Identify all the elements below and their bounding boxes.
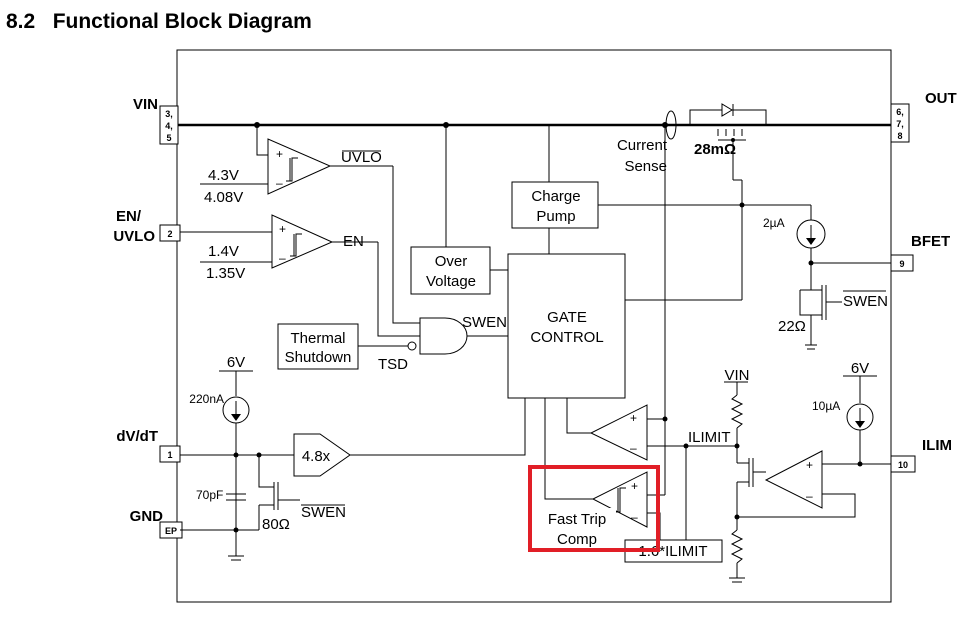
svg-text:Charge: Charge (531, 188, 580, 205)
svg-text:5: 5 (166, 133, 171, 143)
pin-out: 6, 7, 8 OUT (890, 90, 957, 143)
svg-text:6,: 6, (896, 107, 904, 117)
pin-en-uvlo: 2 EN/ UVLO (113, 208, 181, 245)
svg-text:10: 10 (898, 460, 908, 470)
svg-text:–: – (631, 510, 638, 524)
dvdt-current-source (219, 370, 253, 556)
six-v-right-label: 6V (851, 360, 869, 377)
pin-label-gnd: GND (130, 508, 164, 525)
thermal-shutdown-block (277, 323, 359, 370)
svg-text:9: 9 (899, 259, 904, 269)
current-sense-label: Current (617, 137, 668, 154)
cap-label: 70pF (196, 488, 223, 502)
svg-text:Shutdown: Shutdown (285, 349, 352, 366)
svg-text:Comp: Comp (557, 531, 597, 548)
pin-label-dvdt: dV/dT (116, 428, 158, 445)
svg-text:1.6*ILIMIT: 1.6*ILIMIT (638, 543, 707, 560)
svg-text:4.8x: 4.8x (302, 448, 331, 465)
over-voltage-block (410, 246, 491, 295)
svg-text:Pump: Pump (536, 208, 575, 225)
ilim-current-label: 10µA (812, 399, 840, 413)
power-rail (178, 122, 891, 128)
fast-trip-label: Fast Trip (548, 511, 606, 528)
swen-bfet-label: SWEN (843, 293, 888, 310)
pin-label-en: EN/ (116, 208, 142, 225)
current-limit-amplifier: + – (589, 404, 648, 461)
pin-ilim: 10 ILIM (890, 437, 952, 473)
svg-text:Sense: Sense (624, 158, 667, 175)
en-threshold-low: 1.35V (206, 265, 245, 282)
gate-control-block (507, 253, 626, 399)
pin-label-ilim: ILIM (922, 437, 952, 454)
uvlo-comparator: + – (267, 138, 332, 195)
en-output-label: EN (343, 233, 364, 250)
pass-mosfet (689, 103, 767, 180)
rds-on-label: 28mΩ (694, 141, 736, 158)
dvdt-capacitor (226, 493, 246, 501)
svg-text:3,: 3, (165, 109, 173, 119)
dvdt-discharge-fet (258, 455, 300, 530)
svg-text:+: + (630, 411, 637, 425)
svg-text:CONTROL: CONTROL (530, 329, 603, 346)
ilim-amplifier: + – (764, 450, 823, 509)
svg-text:1: 1 (167, 450, 172, 460)
swen-gate-label: SWEN (462, 314, 507, 331)
svg-text:+: + (276, 147, 283, 161)
swen-dvdt-label: SWEN (301, 504, 346, 521)
pin-bfet: 9 BFET (890, 233, 950, 272)
vin-sense-label: VIN (724, 367, 749, 384)
svg-text:2: 2 (167, 229, 172, 239)
uvlo-threshold-low: 4.08V (204, 189, 243, 206)
svg-text:Thermal: Thermal (290, 330, 345, 347)
svg-text:+: + (806, 458, 813, 472)
svg-text:+: + (631, 479, 638, 493)
fast-trip-highlight (528, 465, 660, 552)
and-gate (407, 317, 468, 355)
gain-amplifier: 4.8x (293, 433, 351, 477)
svg-text:Over: Over (435, 253, 468, 270)
svg-text:–: – (806, 489, 813, 503)
svg-text:Voltage: Voltage (426, 273, 476, 290)
pin-label-uvlo: UVLO (113, 228, 155, 245)
six-v-left-label: 6V (227, 354, 245, 371)
charge-pump-block (511, 181, 599, 229)
svg-text:8: 8 (897, 131, 902, 141)
bfet-discharge-fet (799, 285, 842, 350)
pin-label-vin: VIN (133, 96, 158, 113)
ilim-current-source (843, 375, 877, 464)
svg-text:–: – (276, 176, 283, 190)
pin-label-out: OUT (925, 90, 957, 107)
svg-text:EP: EP (165, 526, 177, 536)
svg-text:GATE: GATE (547, 309, 587, 326)
pin-gnd: EP GND (130, 508, 183, 539)
section-title: 8.2 Functional Block Diagram (6, 10, 312, 33)
svg-text:+: + (279, 222, 286, 236)
pin-label-bfet: BFET (911, 233, 950, 250)
en-threshold-high: 1.4V (208, 243, 239, 260)
svg-text:4,: 4, (165, 121, 173, 131)
sense-resistor-branch (724, 381, 766, 583)
uvlo-output-label: UVLO (341, 149, 382, 166)
dvdt-current-label: 220nA (189, 392, 224, 406)
svg-text:–: – (279, 251, 286, 265)
svg-text:–: – (630, 441, 637, 455)
uvlo-threshold-high: 4.3V (208, 167, 239, 184)
bfet-current-source (796, 205, 891, 290)
device-outline (176, 49, 892, 603)
ilimit-label: ILIMIT (688, 429, 731, 446)
current-sense-symbol (665, 110, 677, 140)
tsd-label: TSD (378, 356, 408, 373)
svg-text:7,: 7, (896, 119, 904, 129)
bfet-current-label: 2µA (763, 216, 785, 230)
gate-drive-wires (598, 125, 811, 496)
en-comparator: + – (271, 214, 334, 269)
fast-trip-comparator: + – (591, 471, 648, 528)
bfet-resistor-label: 22Ω (778, 318, 806, 335)
pin-vin: 3, 4, 5 VIN (133, 96, 179, 145)
dvdt-resistor-label: 80Ω (262, 516, 290, 533)
pin-dvdt: 1 dV/dT (116, 428, 181, 463)
